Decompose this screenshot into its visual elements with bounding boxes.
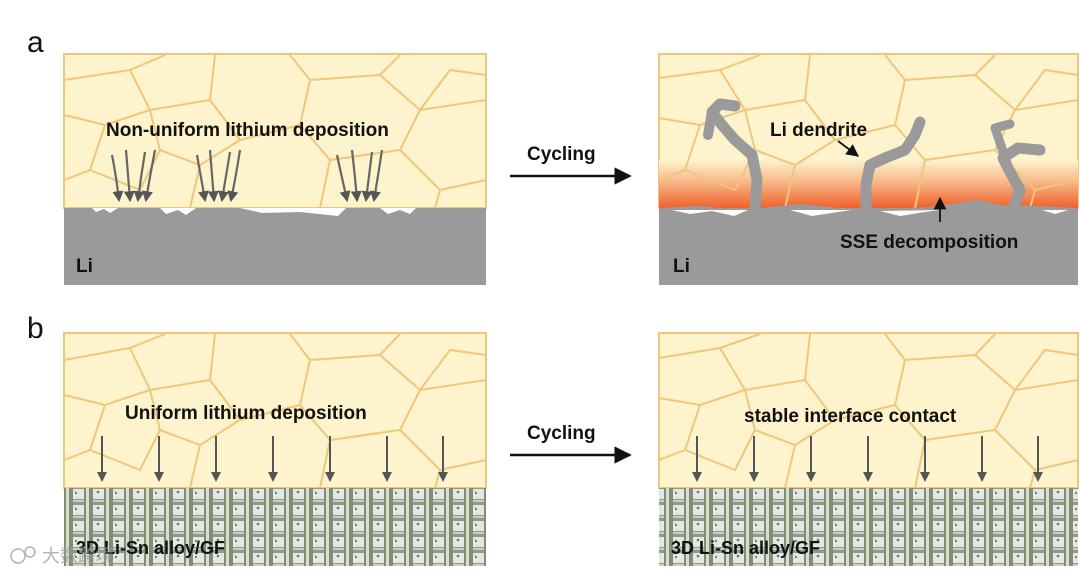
panel-a-left: Non-uniform lithium deposition Li	[63, 53, 487, 285]
substrate-label-li: Li	[76, 256, 93, 277]
cycling-label-a: Cycling	[527, 144, 596, 165]
lithium-metal	[659, 208, 1078, 285]
substrate-label-li: Li	[673, 256, 690, 277]
cycling-label-b: Cycling	[527, 423, 596, 444]
panel-letter-a: a	[27, 26, 44, 59]
li-surface-gaps	[92, 208, 416, 216]
watermark: 大数跨境	[10, 546, 114, 566]
interface-voids	[672, 210, 1068, 216]
panel-letter-b: b	[27, 312, 44, 345]
panel-a-right: Li dendrite SSE decomposition Li	[658, 53, 1079, 285]
watermark-text: 大数跨境	[42, 546, 114, 566]
alloy-mesh	[659, 488, 1078, 566]
substrate-label-alloy: 3D Li-Sn alloy/GF	[671, 538, 820, 558]
uniform-deposition-arrows	[97, 436, 448, 482]
substrate-label-alloy: 3D Li-Sn alloy/GF	[76, 538, 225, 558]
nonuniform-deposition-arrows	[110, 149, 384, 203]
panel-b-left: Uniform lithium deposition 3D Li-Sn allo…	[63, 332, 487, 566]
caption-uniform: Uniform lithium deposition	[125, 403, 367, 424]
label-sse-decomposition: SSE decomposition	[840, 232, 1018, 253]
alloy-mesh	[64, 488, 486, 566]
li-surface-bumps	[659, 200, 1078, 215]
li-dendrites	[703, 98, 1046, 218]
panel-b-right: stable interface contact 3D Li-Sn alloy/…	[658, 332, 1079, 566]
cycling-arrow-b: Cycling	[510, 423, 632, 464]
watermark-logo-icon	[10, 548, 26, 564]
annotation-arrows	[837, 140, 947, 222]
grain-boundaries	[63, 54, 487, 209]
uniform-deposition-arrows	[692, 436, 1043, 482]
grain-boundaries	[658, 333, 1079, 489]
caption-stable-interface: stable interface contact	[744, 406, 957, 427]
caption-nonuniform: Non-uniform lithium deposition	[106, 120, 389, 141]
grain-boundaries	[63, 333, 487, 489]
label-li-dendrite: Li dendrite	[770, 120, 867, 141]
lithium-metal	[64, 208, 486, 285]
cycling-arrow-a: Cycling	[510, 144, 632, 185]
